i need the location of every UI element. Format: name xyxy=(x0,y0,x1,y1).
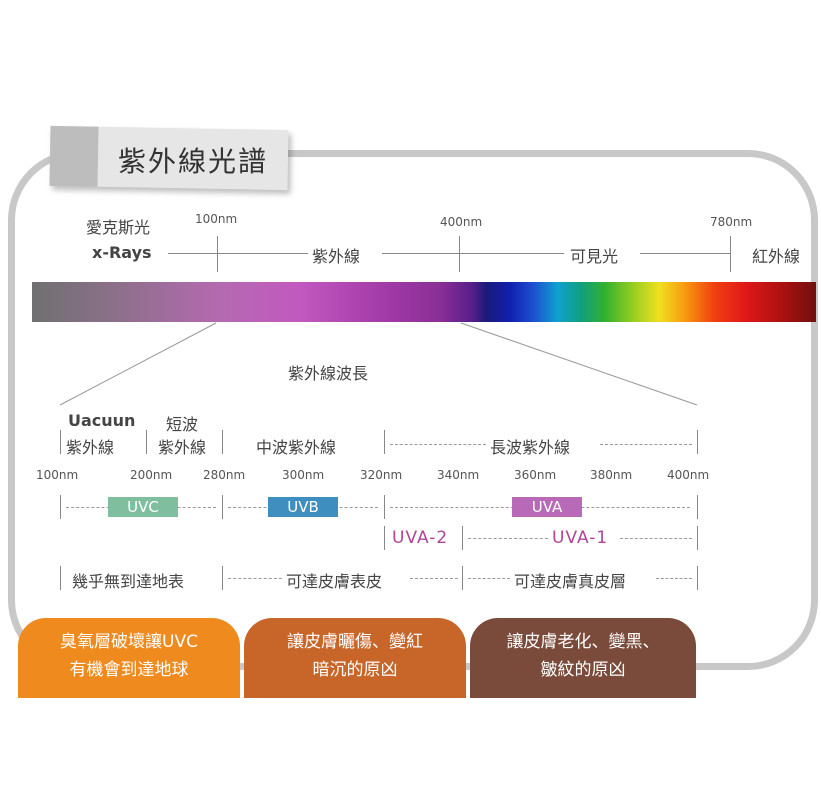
tick-340nm: 340nm xyxy=(437,468,480,482)
uvc-effect-tab: 臭氧層破壞讓UVC 有機會到達地球 xyxy=(18,618,240,698)
uva1-label: UVA-1 xyxy=(552,528,609,548)
short-wave-label: 短波 xyxy=(166,415,199,434)
vacuum-label-2: 紫外線 xyxy=(66,438,115,457)
uva-reach-range xyxy=(468,578,510,579)
uvc-reach: 幾乎無到達地表 xyxy=(72,572,185,591)
long-wave-arrow xyxy=(390,444,486,445)
vacuum-label: Uacuun xyxy=(68,411,136,430)
scale-line xyxy=(168,253,308,254)
scale-line xyxy=(382,253,564,254)
tick-400nm: 400nm xyxy=(667,468,710,482)
diagram-frame xyxy=(8,150,818,670)
visible-label: 可見光 xyxy=(570,247,619,266)
range-sep xyxy=(384,495,385,519)
tick-360nm: 360nm xyxy=(514,468,557,482)
uvb-reach: 可達皮膚表皮 xyxy=(286,572,383,591)
tick-320nm: 320nm xyxy=(360,468,403,482)
range-sep xyxy=(60,495,61,519)
uvc-effect-line1: 臭氧層破壞讓UVC xyxy=(60,632,198,652)
scale-tick xyxy=(459,236,460,272)
short-wave-label-2: 紫外線 xyxy=(158,438,207,457)
uva-effect-line1: 讓皮膚老化、變黑、 xyxy=(506,632,660,652)
uva1-range xyxy=(468,538,548,539)
uvb-effect-line2: 暗沉的原凶 xyxy=(312,660,398,680)
band-sep xyxy=(222,430,223,454)
uva-reach-range xyxy=(656,578,692,579)
uva2-label: UVA-2 xyxy=(392,528,449,548)
band-sep xyxy=(146,430,147,454)
uvb-effect-tab: 讓皮膚曬傷、變紅 暗沉的原凶 xyxy=(244,618,466,698)
range-sep xyxy=(384,526,385,550)
tick-100nm: 100nm xyxy=(36,468,79,482)
xray-label-en: x-Rays xyxy=(92,243,152,262)
uvb-reach-range xyxy=(228,578,282,579)
uva-badge: UVA xyxy=(512,497,582,517)
tick-380nm: 380nm xyxy=(590,468,633,482)
uva-reach: 可達皮膚真皮層 xyxy=(514,572,627,591)
scale-tick xyxy=(730,236,731,272)
tick-200nm: 200nm xyxy=(130,468,173,482)
uvb-badge: UVB xyxy=(268,497,338,517)
tick-400nm-top: 400nm xyxy=(440,215,483,229)
scale-tick xyxy=(217,236,218,272)
uva-effect-tab: 讓皮膚老化、變黑、 皺紋的原凶 xyxy=(470,618,696,698)
range-sep xyxy=(60,566,61,590)
uvc-effect-line2: 有機會到達地球 xyxy=(69,660,189,680)
band-sep xyxy=(384,430,385,454)
uvb-effect-line1: 讓皮膚曬傷、變紅 xyxy=(287,632,423,652)
uva-effect-line2: 皺紋的原凶 xyxy=(540,660,626,680)
xray-label-cn: 愛克斯光 xyxy=(86,218,151,237)
range-sep xyxy=(462,566,463,590)
range-sep xyxy=(222,495,223,519)
uvc-badge: UVC xyxy=(108,497,178,517)
tick-100nm-top: 100nm xyxy=(195,212,238,226)
uvb-reach-range xyxy=(410,578,458,579)
bottom-whitespace xyxy=(0,698,821,800)
tick-280nm: 280nm xyxy=(203,468,246,482)
uva1-range xyxy=(620,538,692,539)
range-sep xyxy=(697,526,698,550)
long-wave-label: 長波紫外線 xyxy=(490,438,571,457)
long-wave-arrow xyxy=(600,444,692,445)
infrared-label: 紅外線 xyxy=(752,247,801,266)
range-sep xyxy=(697,566,698,590)
range-sep xyxy=(462,526,463,550)
scale-line xyxy=(640,253,730,254)
tick-780nm-top: 780nm xyxy=(710,215,753,229)
spectrum-bar xyxy=(32,282,816,322)
page-title: 紫外線光譜 xyxy=(118,145,269,178)
range-sep xyxy=(222,566,223,590)
wavelength-label: 紫外線波長 xyxy=(288,364,369,383)
band-sep xyxy=(697,430,698,454)
medium-wave-label: 中波紫外線 xyxy=(256,438,337,457)
band-sep xyxy=(60,430,61,454)
range-sep xyxy=(697,495,698,519)
tick-300nm: 300nm xyxy=(282,468,325,482)
uv-label: 紫外線 xyxy=(312,247,361,266)
